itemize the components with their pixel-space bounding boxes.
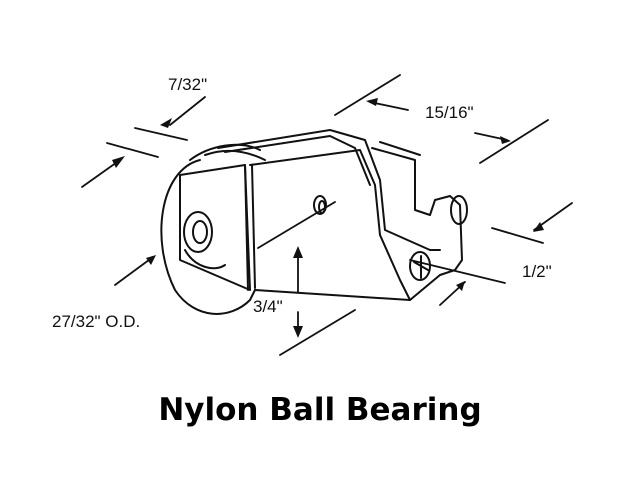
- dimension-wheel-thickness: 7/32": [168, 75, 208, 94]
- diagram-title: Nylon Ball Bearing: [158, 392, 482, 428]
- dimension-outer-diameter: 27/32" O.D.: [52, 312, 141, 331]
- dimension-lines: [81, 74, 573, 356]
- bracket: [179, 129, 468, 301]
- dimension-bracket-length: 15/16": [425, 103, 474, 122]
- dimension-height: 3/4": [253, 297, 283, 316]
- nylon-wheel: [160, 143, 266, 315]
- arrowheads: [112, 98, 544, 338]
- dimension-tab-width: 1/2": [522, 262, 552, 281]
